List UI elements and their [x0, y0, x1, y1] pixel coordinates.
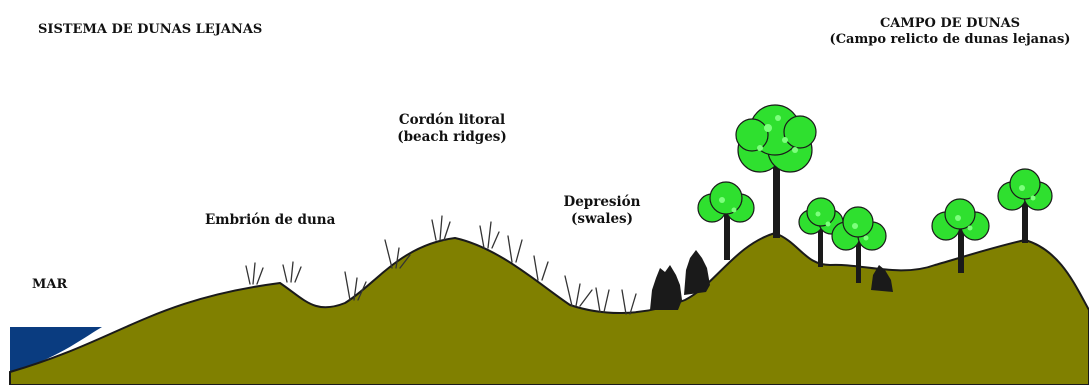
- shrub: [684, 250, 710, 295]
- title-dune-system: SISTEMA DE DUNAS LEJANAS: [38, 22, 262, 38]
- grass-tuft: [565, 276, 592, 306]
- label-sea: MAR: [32, 277, 67, 293]
- label-beach-ridges-line1: Cordón litoral: [372, 112, 532, 129]
- label-swales: Depresión (swales): [556, 194, 648, 228]
- title-dune-field: CAMPO DE DUNAS (Campo relicto de dunas l…: [812, 16, 1088, 49]
- title-dune-field-line2: (Campo relicto de dunas lejanas): [812, 32, 1088, 48]
- grass-tuft: [480, 222, 499, 248]
- tree-canopy: [736, 105, 816, 172]
- label-beach-ridges: Cordón litoral (beach ridges): [372, 112, 532, 146]
- label-embryo-dune: Embrión de duna: [205, 212, 335, 229]
- grass-tuft: [283, 262, 301, 282]
- grass-tuft: [432, 216, 450, 240]
- grass-tuft: [246, 263, 263, 284]
- label-beach-ridges-line2: (beach ridges): [372, 129, 532, 146]
- title-dune-field-line1: CAMPO DE DUNAS: [812, 16, 1088, 32]
- label-swales-line2: (swales): [556, 211, 648, 228]
- label-swales-line1: Depresión: [556, 194, 648, 211]
- grass-tuft: [508, 236, 522, 262]
- tree-canopies: [698, 105, 1052, 250]
- dune-ground: [10, 233, 1089, 385]
- shrub: [650, 265, 682, 310]
- grass-tuft: [596, 288, 609, 312]
- grass-tuft: [534, 256, 548, 280]
- grass-tuft: [622, 290, 636, 314]
